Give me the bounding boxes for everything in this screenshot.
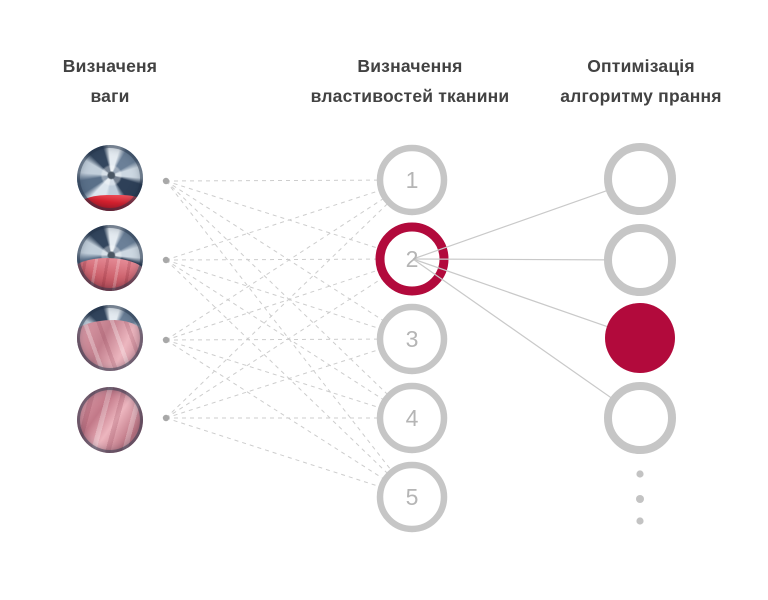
output-connections bbox=[412, 178, 641, 419]
pink-cloth-overlay bbox=[77, 319, 143, 371]
node-number: 1 bbox=[406, 167, 419, 193]
header-line: Визначення bbox=[357, 56, 463, 76]
input-connector-dots bbox=[162, 177, 170, 422]
column-header-optimize: Оптимізація алгоритму прання bbox=[526, 51, 756, 111]
node-number: 3 bbox=[406, 326, 419, 352]
hidden-node-5 bbox=[376, 461, 448, 533]
hidden-node-1 bbox=[376, 144, 448, 216]
pink-fabric-image bbox=[77, 387, 143, 453]
node-number: 5 bbox=[406, 484, 419, 510]
output-node-4 bbox=[604, 382, 676, 454]
input-photo-4 bbox=[77, 387, 143, 453]
output-node-3 bbox=[605, 303, 675, 373]
input-connections bbox=[165, 179, 413, 498]
output-layer bbox=[604, 143, 676, 454]
header-line: Оптимізація bbox=[587, 56, 695, 76]
hidden-node-4 bbox=[376, 382, 448, 454]
hidden-node-numbers: 1 2 3 4 5 bbox=[406, 167, 419, 510]
hidden-node-3 bbox=[376, 303, 448, 375]
rose-cloth-overlay bbox=[77, 258, 143, 291]
header-line: Визначеня bbox=[62, 56, 158, 76]
more-nodes-ellipsis bbox=[636, 470, 644, 525]
output-node-2 bbox=[604, 224, 676, 296]
input-photo-2 bbox=[77, 225, 143, 291]
input-photo-3 bbox=[77, 305, 143, 371]
output-node-1 bbox=[604, 143, 676, 215]
column-header-fabric: Визначення властивостей тканини bbox=[295, 51, 525, 111]
column-header-weight: Визначеня ваги bbox=[10, 51, 210, 111]
header-line: ваги bbox=[90, 86, 130, 106]
input-photo-1 bbox=[77, 145, 143, 211]
red-cloth-overlay bbox=[77, 195, 143, 211]
node-number: 2 bbox=[406, 246, 419, 272]
hidden-layer bbox=[375, 144, 449, 533]
header-line: алгоритму прання bbox=[560, 86, 722, 106]
header-line: властивостей тканини bbox=[310, 86, 510, 106]
node-number: 4 bbox=[406, 405, 419, 431]
